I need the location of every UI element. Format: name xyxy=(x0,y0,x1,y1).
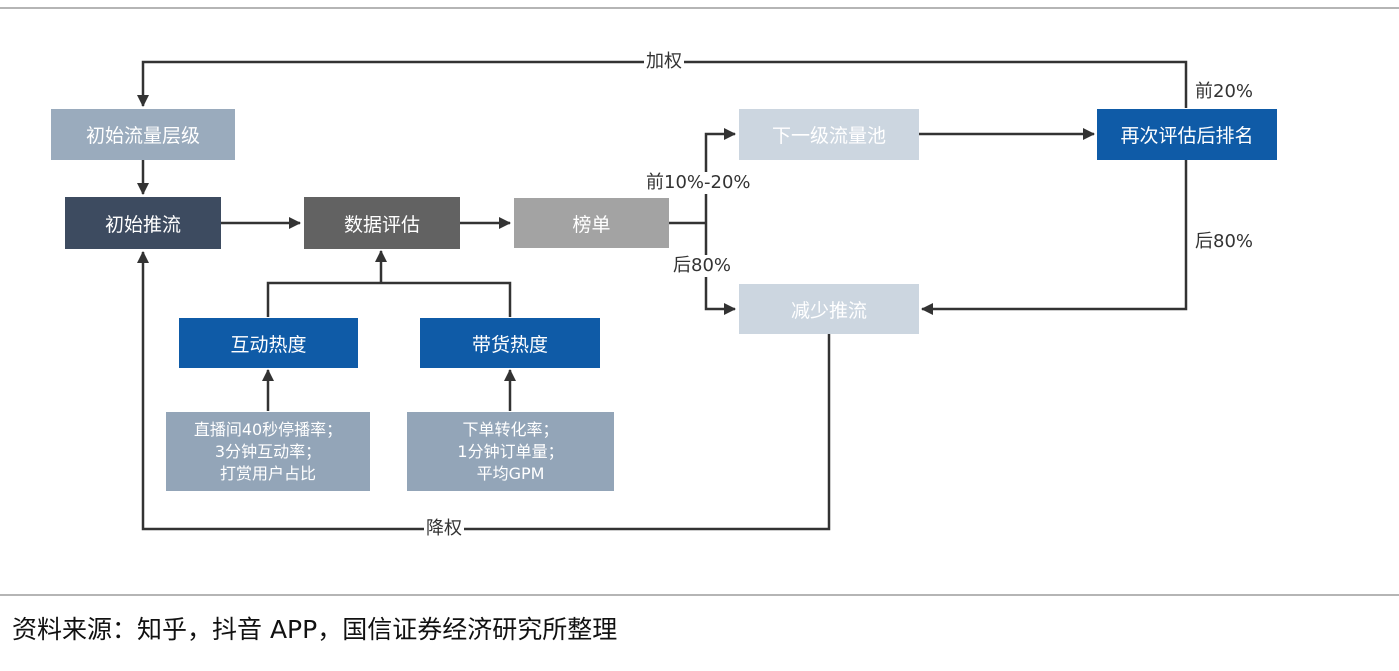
metric-line: 平均GPM xyxy=(476,463,545,483)
data-eval-node: 数据评估 xyxy=(304,197,460,249)
interaction-metrics-node: 直播间40秒停播率； 3分钟互动率； 打赏用户占比 xyxy=(166,412,370,491)
metric-line: 直播间40秒停播率； xyxy=(193,419,343,439)
top-rule xyxy=(0,7,1399,9)
re-rank-node: 再次评估后排名 xyxy=(1097,109,1277,160)
bottom-80-ranking-label: 后80% xyxy=(671,255,734,277)
metric-line: 3分钟互动率； xyxy=(214,441,322,461)
top-10-20-label: 前10%-20% xyxy=(644,172,753,194)
ranking-node: 榜单 xyxy=(514,198,669,248)
initial-level-node: 初始流量层级 xyxy=(51,109,235,160)
weight-down-label: 降权 xyxy=(424,518,464,540)
reduce-push-node: 减少推流 xyxy=(739,284,919,334)
next-pool-node: 下一级流量池 xyxy=(739,109,919,160)
rerank-to-reduce-edge xyxy=(921,160,1188,315)
bottom-rule xyxy=(0,594,1399,596)
split-to-reduce-edge xyxy=(704,223,736,315)
weight-up-label: 加权 xyxy=(644,51,684,73)
weight-down-edge xyxy=(137,251,831,531)
interaction-heat-node: 互动热度 xyxy=(179,318,358,368)
sales-heat-node: 带货热度 xyxy=(420,318,600,368)
metric-line: 打赏用户占比 xyxy=(219,463,316,483)
initial-push-node: 初始推流 xyxy=(65,197,221,249)
top-20-label: 前20% xyxy=(1193,81,1256,103)
source-note: 资料来源：知乎，抖音 APP，国信证券经济研究所整理 xyxy=(12,615,618,644)
metric-line: 下单转化率； xyxy=(462,419,559,439)
sales-metrics-node: 下单转化率； 1分钟订单量； 平均GPM xyxy=(407,412,614,491)
metric-line: 1分钟订单量； xyxy=(457,441,564,461)
bottom-80-rerank-label: 后80% xyxy=(1193,231,1256,253)
interaction-up-edge xyxy=(266,281,512,317)
